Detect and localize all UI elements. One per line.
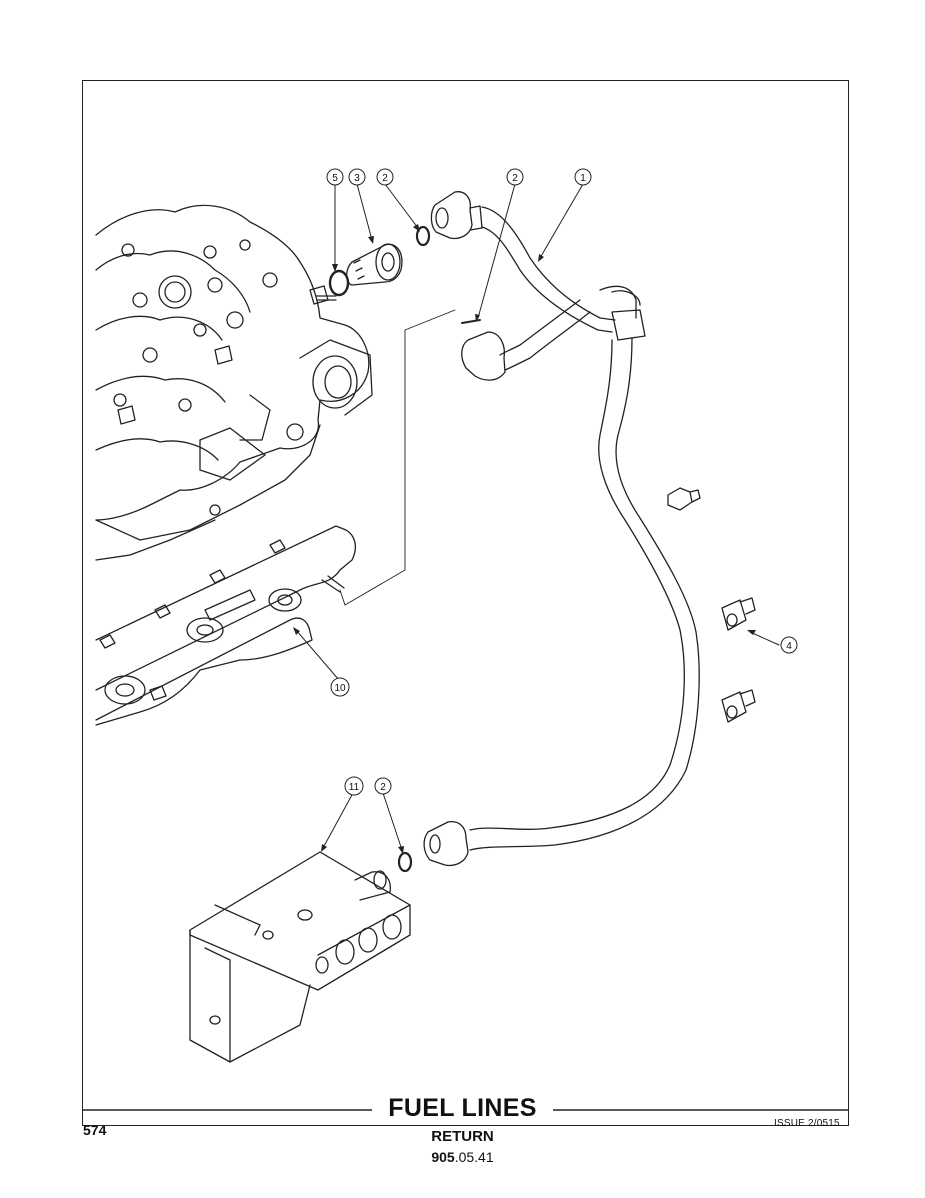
callout-11: 11 [349, 782, 360, 793]
callout-2-middle: 2 [512, 173, 518, 184]
callout-circle-1 [574, 168, 592, 186]
callout-circle-3 [348, 168, 366, 186]
callout-leaders [295, 183, 780, 851]
callout-1: 1 [580, 173, 586, 184]
o-ring-2-upper [415, 225, 431, 247]
fuel-rail [95, 525, 357, 726]
callout-circle-2a [376, 168, 394, 186]
pump-bracket [189, 851, 411, 1063]
o-ring-2-lower [397, 851, 413, 873]
callout-3: 3 [354, 173, 360, 184]
issue-label: ISSUE 2/0515 [774, 1118, 840, 1129]
callout-10: 10 [334, 683, 346, 694]
callout-circle-11 [344, 776, 364, 796]
o-ring-5 [328, 269, 350, 297]
callout-circle-2c [374, 777, 392, 795]
section-reference-bold: 905 [431, 1149, 455, 1165]
drawing-frame [82, 80, 849, 1126]
callout-circle-2b [506, 168, 524, 186]
page-subtitle: RETURN [431, 1128, 494, 1145]
callout-circle-10 [330, 677, 350, 697]
page-number: 574 [83, 1122, 107, 1138]
return-hose [423, 191, 700, 867]
callout-circle-4 [780, 636, 798, 654]
callout-circle-5 [326, 168, 344, 186]
callout-5: 5 [332, 173, 338, 184]
callout-2-lower: 2 [380, 782, 386, 793]
cylinder-head [95, 204, 373, 561]
callout-2-upper: 2 [382, 173, 388, 184]
page-title: FUEL LINES [388, 1094, 537, 1122]
section-reference-rest: .05.41 [454, 1149, 494, 1165]
banjo-fittings [667, 487, 756, 723]
section-reference: 905.05.41 [0, 1149, 925, 1165]
fitting-3 [346, 243, 403, 286]
callout-4: 4 [786, 641, 792, 652]
